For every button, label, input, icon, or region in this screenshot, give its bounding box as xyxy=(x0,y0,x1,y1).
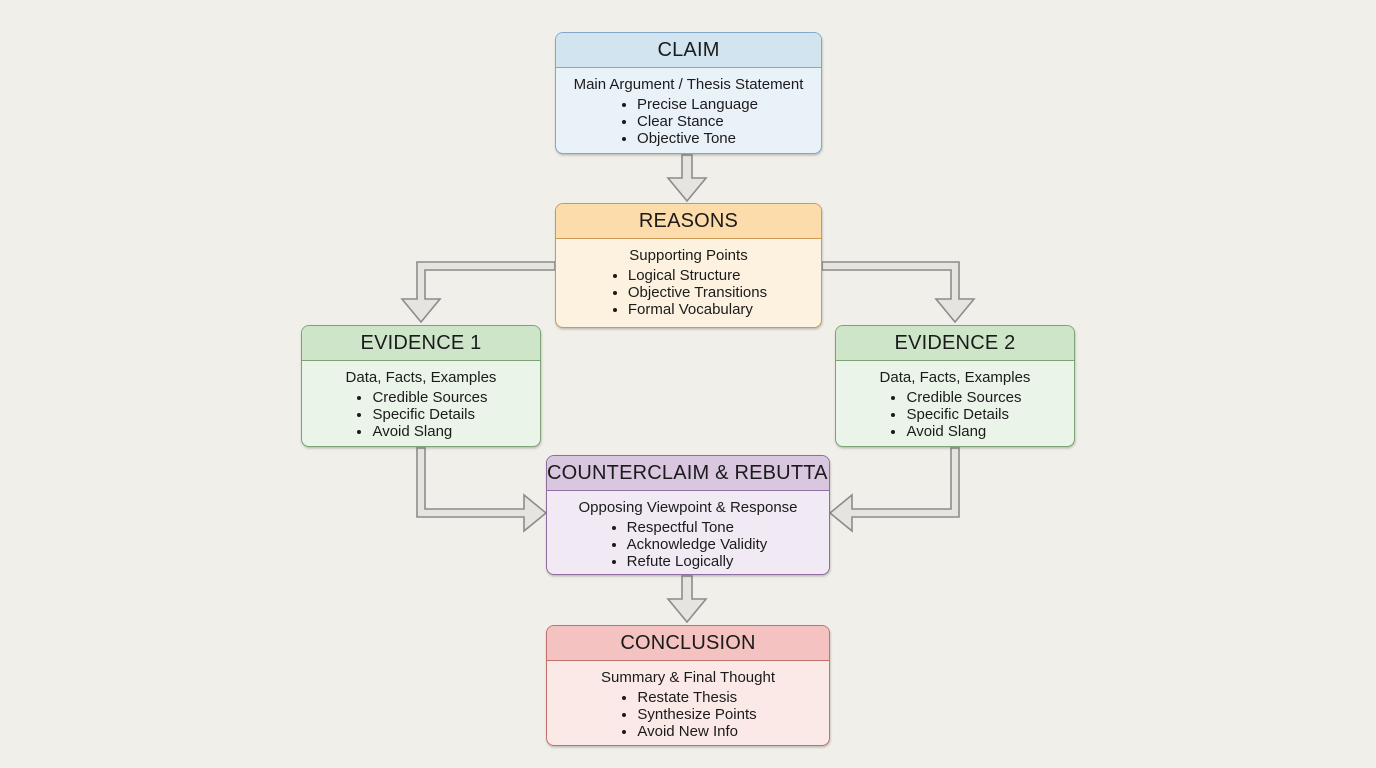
node-evidence-2-body: Data, Facts, Examples Credible Sources S… xyxy=(836,361,1074,441)
node-conclusion-bullets: Restate Thesis Synthesize Points Avoid N… xyxy=(619,689,756,741)
node-reasons-title: REASONS xyxy=(556,204,821,239)
node-conclusion: CONCLUSION Summary & Final Thought Resta… xyxy=(546,625,830,746)
node-evidence-2-subtitle: Data, Facts, Examples xyxy=(879,369,1031,386)
bullet-item: Restate Thesis xyxy=(637,689,756,706)
node-conclusion-body: Summary & Final Thought Restate Thesis S… xyxy=(547,661,829,741)
bullet-item: Formal Vocabulary xyxy=(628,301,767,318)
bullet-item: Clear Stance xyxy=(637,113,758,130)
arrow-evidence1-to-counterclaim-icon xyxy=(416,447,548,533)
node-evidence-1-title: EVIDENCE 1 xyxy=(302,326,540,361)
arrow-reasons-to-evidence2-icon xyxy=(821,261,976,324)
arrow-evidence2-to-counterclaim-icon xyxy=(828,447,960,533)
node-claim-bullets: Precise Language Clear Stance Objective … xyxy=(619,96,758,148)
node-counterclaim-bullets: Respectful Tone Acknowledge Validity Ref… xyxy=(609,519,768,571)
node-counterclaim-subtitle: Opposing Viewpoint & Response xyxy=(578,499,798,516)
node-reasons: REASONS Supporting Points Logical Struct… xyxy=(555,203,822,328)
node-claim-subtitle: Main Argument / Thesis Statement xyxy=(573,76,804,93)
bullet-item: Respectful Tone xyxy=(627,519,768,536)
arrow-claim-to-reasons-icon xyxy=(666,154,708,203)
node-claim: CLAIM Main Argument / Thesis Statement P… xyxy=(555,32,822,154)
bullet-item: Precise Language xyxy=(637,96,758,113)
bullet-item: Refute Logically xyxy=(627,553,768,570)
node-claim-body: Main Argument / Thesis Statement Precise… xyxy=(556,68,821,148)
bullet-item: Acknowledge Validity xyxy=(627,536,768,553)
node-reasons-subtitle: Supporting Points xyxy=(629,247,748,264)
bullet-item: Credible Sources xyxy=(372,389,487,406)
node-evidence-2-bullets: Credible Sources Specific Details Avoid … xyxy=(888,389,1021,441)
node-conclusion-subtitle: Summary & Final Thought xyxy=(601,669,775,686)
node-evidence-2: EVIDENCE 2 Data, Facts, Examples Credibl… xyxy=(835,325,1075,447)
bullet-item: Specific Details xyxy=(906,406,1021,423)
bullet-item: Avoid Slang xyxy=(372,423,487,440)
node-evidence-1-subtitle: Data, Facts, Examples xyxy=(345,369,497,386)
node-claim-title: CLAIM xyxy=(556,33,821,68)
node-counterclaim-body: Opposing Viewpoint & Response Respectful… xyxy=(547,491,829,571)
node-reasons-body: Supporting Points Logical Structure Obje… xyxy=(556,239,821,319)
bullet-item: Credible Sources xyxy=(906,389,1021,406)
bullet-item: Avoid Slang xyxy=(906,423,1021,440)
bullet-item: Logical Structure xyxy=(628,267,767,284)
bullet-item: Synthesize Points xyxy=(637,706,756,723)
bullet-item: Objective Tone xyxy=(637,130,758,147)
arrow-reasons-to-evidence1-icon xyxy=(400,261,556,324)
bullet-item: Avoid New Info xyxy=(637,723,756,740)
arrow-counterclaim-to-conclusion-icon xyxy=(666,575,708,624)
node-reasons-bullets: Logical Structure Objective Transitions … xyxy=(610,267,767,319)
node-evidence-2-title: EVIDENCE 2 xyxy=(836,326,1074,361)
node-evidence-1-body: Data, Facts, Examples Credible Sources S… xyxy=(302,361,540,441)
node-conclusion-title: CONCLUSION xyxy=(547,626,829,661)
node-counterclaim: COUNTERCLAIM & REBUTTAL Opposing Viewpoi… xyxy=(546,455,830,575)
node-evidence-1-bullets: Credible Sources Specific Details Avoid … xyxy=(354,389,487,441)
bullet-item: Specific Details xyxy=(372,406,487,423)
bullet-item: Objective Transitions xyxy=(628,284,767,301)
node-evidence-1: EVIDENCE 1 Data, Facts, Examples Credibl… xyxy=(301,325,541,447)
node-counterclaim-title: COUNTERCLAIM & REBUTTAL xyxy=(547,456,829,491)
